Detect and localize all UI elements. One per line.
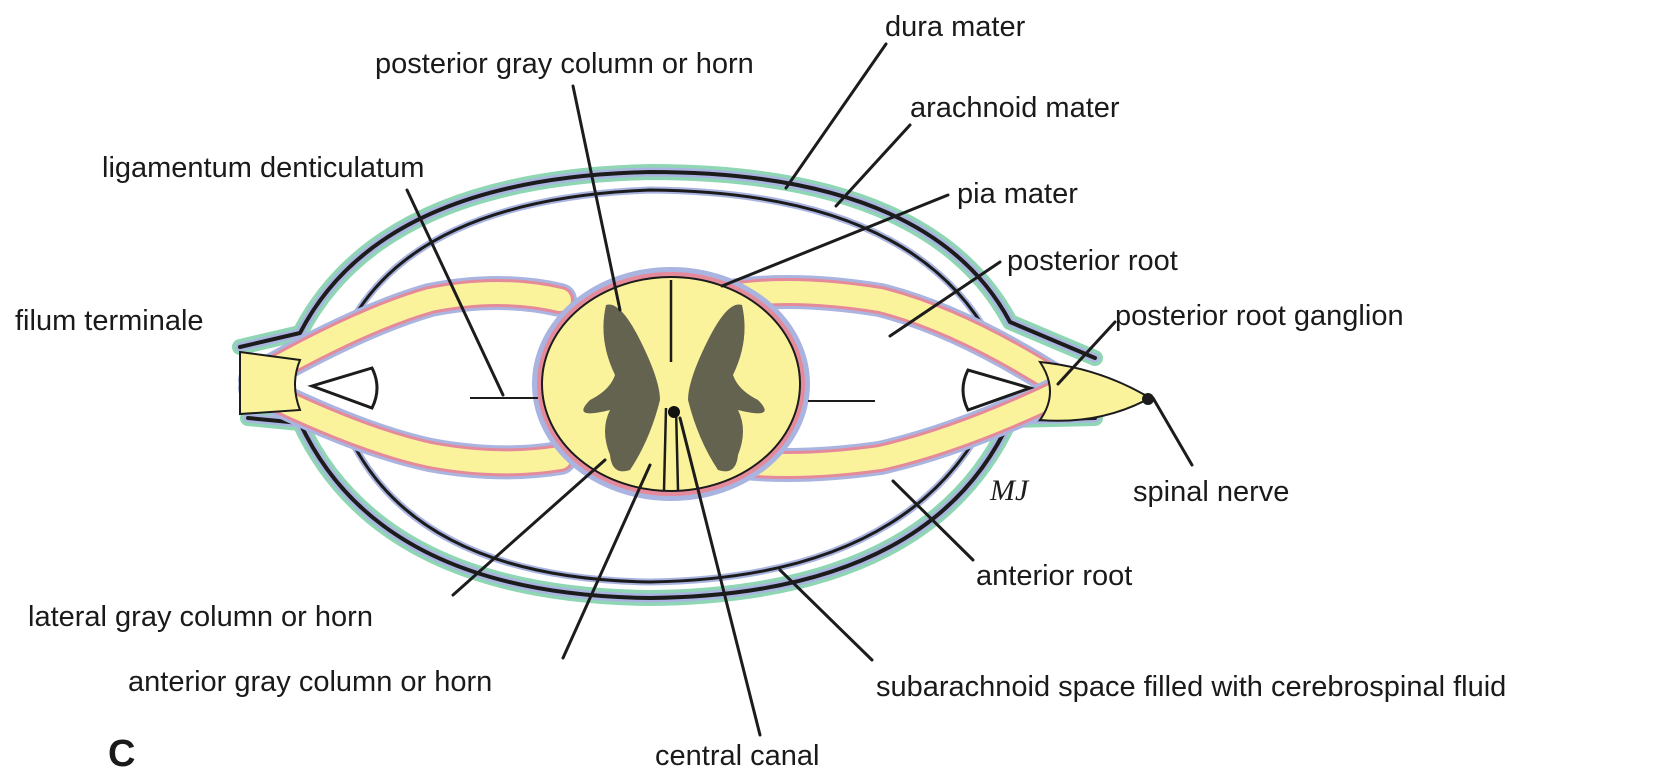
label-ligamentum-denticulatum: ligamentum denticulatum (102, 154, 424, 183)
filum-terminale-shape (240, 352, 300, 414)
label-pia-mater: pia mater (957, 180, 1078, 209)
label-lateral-gray-column: lateral gray column or horn (28, 603, 373, 632)
label-subarachnoid-space: subarachnoid space filled with cerebrosp… (876, 673, 1506, 702)
label-dura-mater: dura mater (885, 13, 1025, 42)
label-spinal-nerve: spinal nerve (1133, 478, 1289, 507)
label-posterior-root: posterior root (1007, 247, 1178, 276)
label-posterior-root-ganglion: posterior root ganglion (1115, 302, 1404, 331)
posterior-root-ganglion-shape (1040, 362, 1150, 421)
central-canal-dot (668, 406, 680, 418)
spinal-cord (532, 267, 810, 501)
label-posterior-gray-column: posterior gray column or horn (375, 50, 754, 79)
panel-letter: C (108, 735, 135, 773)
label-anterior-gray-column: anterior gray column or horn (128, 668, 492, 697)
label-filum-terminale: filum terminale (15, 307, 204, 336)
label-anterior-root: anterior root (976, 562, 1132, 591)
artist-signature: MJ (989, 474, 1030, 507)
label-arachnoid-mater: arachnoid mater (910, 94, 1120, 123)
label-central-canal: central canal (655, 742, 819, 771)
